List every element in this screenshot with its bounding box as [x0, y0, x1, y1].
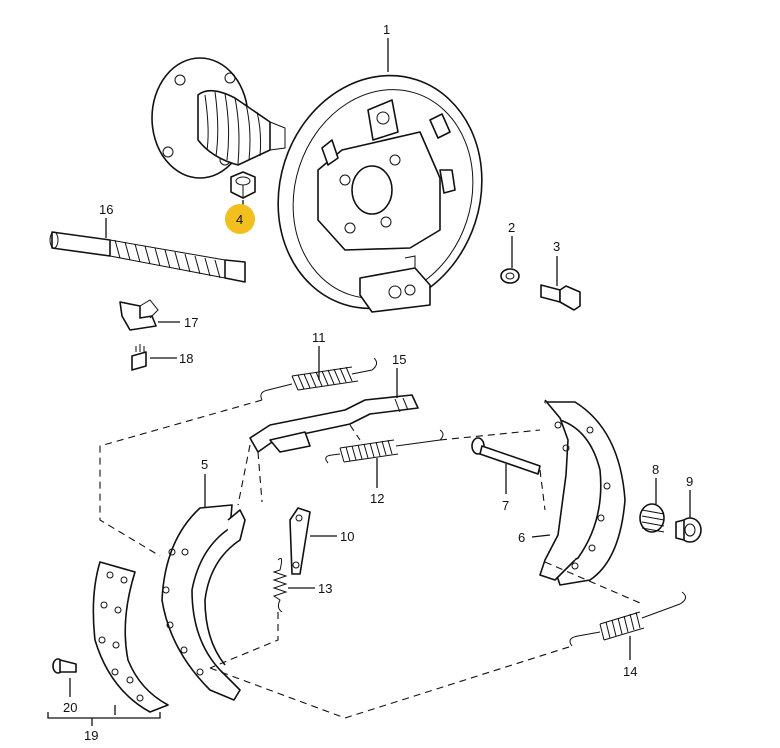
callout-2: 2 [508, 220, 515, 235]
callout-4: 4 [236, 212, 243, 227]
right-brake-shoe-part-6 [539, 399, 626, 586]
callout-6: 6 [518, 530, 525, 545]
callout-13: 13 [318, 581, 332, 596]
callout-9: 9 [686, 474, 693, 489]
callout-12: 12 [370, 491, 384, 506]
bolt-part-3 [540, 284, 581, 311]
left-brake-shoe-part-5 [161, 504, 246, 701]
backing-plate-part-1 [277, 74, 483, 313]
lever-part-10 [289, 507, 311, 575]
callout-8: 8 [652, 462, 659, 477]
pin-part-7 [471, 437, 541, 475]
screw-part-18 [131, 344, 147, 371]
callout-18: 18 [179, 351, 193, 366]
wheel-hub [151, 57, 286, 179]
callout-labels: 1 2 3 4 5 6 7 8 9 10 11 12 13 14 15 16 1… [63, 22, 693, 743]
callout-16: 16 [99, 202, 113, 217]
callout-11: 11 [312, 330, 326, 345]
callout-17: 17 [184, 315, 198, 330]
callout-3: 3 [553, 239, 560, 254]
callout-7: 7 [502, 498, 509, 513]
callout-14: 14 [623, 664, 637, 679]
callout-15: 15 [392, 352, 406, 367]
lower-spring-part-14 [569, 591, 686, 647]
washer-part-2 [500, 268, 520, 284]
adjuster-strut-part-15 [249, 394, 419, 453]
callout-10: 10 [340, 529, 354, 544]
rivet-part-20 [52, 658, 77, 674]
lower-spring-part-12 [325, 429, 444, 464]
clip-part-17 [119, 299, 159, 331]
assembly-lines [99, 399, 641, 719]
callout-1: 1 [383, 22, 390, 37]
leader-lines [47, 38, 691, 726]
nut-part-4 [230, 171, 256, 199]
callout-19: 19 [84, 728, 98, 743]
small-spring-part-13 [272, 557, 288, 613]
callout-5: 5 [201, 457, 208, 472]
brake-lining-part-19 [92, 561, 169, 713]
spring-part-8 [639, 503, 665, 533]
callout-20: 20 [63, 700, 77, 715]
retainer-part-9 [675, 517, 702, 543]
handbrake-cable-part-16 [49, 231, 246, 283]
highlight-marker [225, 204, 255, 234]
